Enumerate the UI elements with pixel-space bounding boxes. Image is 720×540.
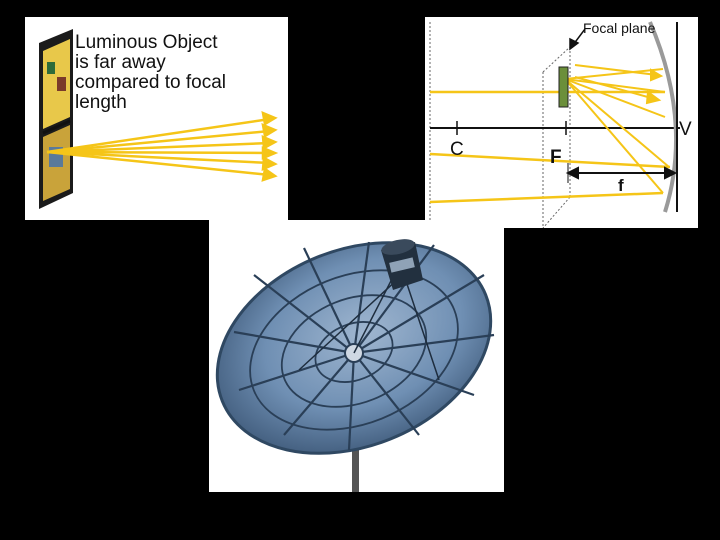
caption-line: is far away [75,53,226,73]
caption-line: Luminous Object [75,33,226,53]
focal-length-label: f [618,176,624,196]
focus-label: F [550,147,562,169]
satellite-dish-illustration [209,220,504,492]
mirror-ray-diagram [425,17,698,228]
concave-mirror-diagram: Focal plane C F V f [425,17,698,228]
object-caption: Luminous Object is far away compared to … [75,33,226,113]
luminous-object-picture [39,29,73,209]
focal-image [559,67,568,107]
luminous-object-panel: Luminous Object is far away compared to … [25,17,288,220]
caption-line: compared to focal [75,73,226,93]
vertex-label: V [679,119,692,141]
caption-line: length [75,93,226,113]
incoming-rays [47,113,275,180]
center-label: C [450,139,464,161]
focal-plane-label: Focal plane [583,20,655,36]
satellite-dish-panel [209,220,504,492]
